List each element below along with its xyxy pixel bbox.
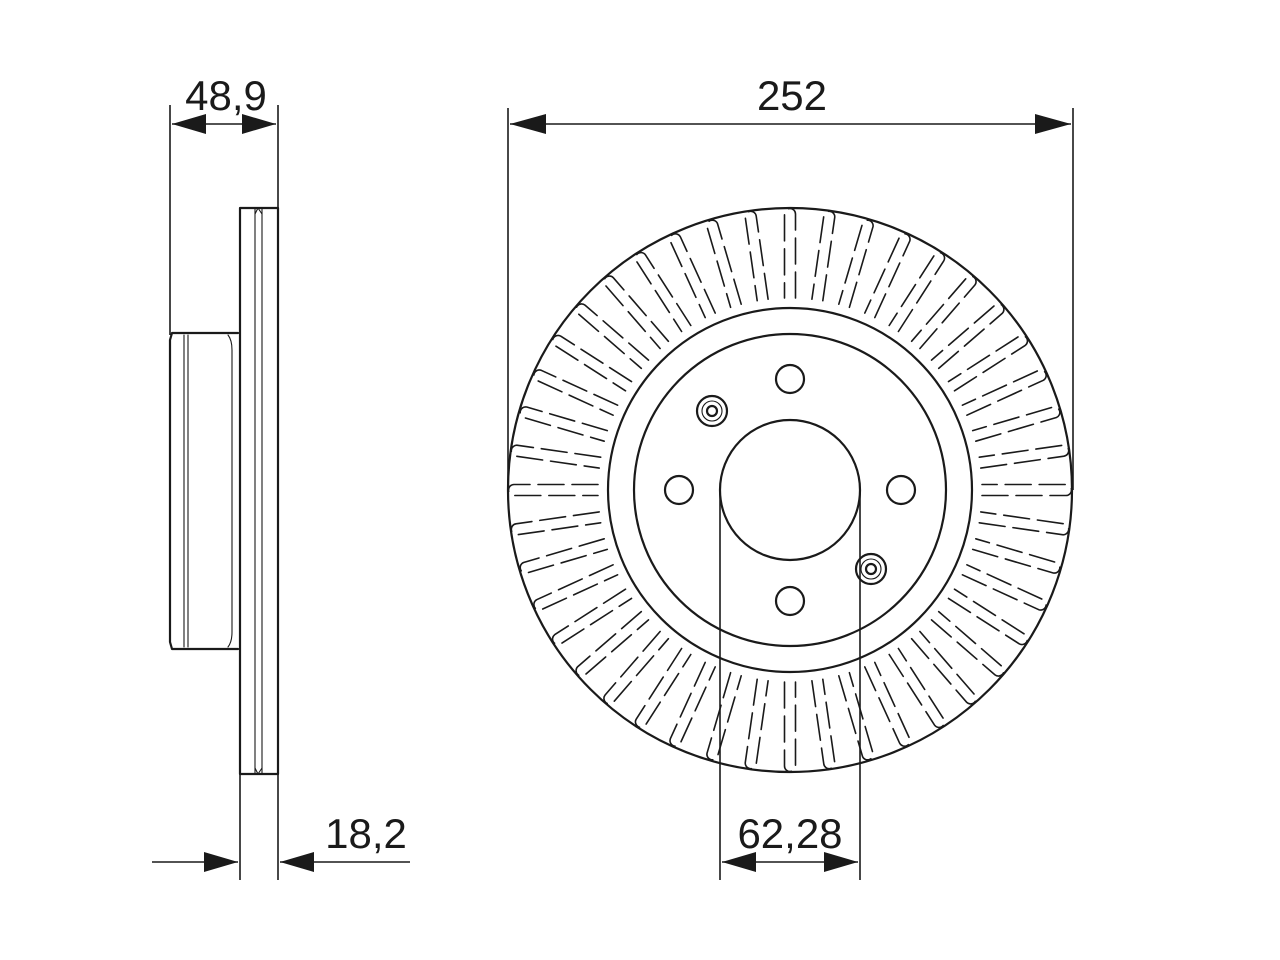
cooling-vent — [744, 210, 769, 302]
cooling-vent — [930, 610, 1005, 677]
cooling-vent — [888, 251, 946, 333]
cooling-vent — [930, 303, 1005, 370]
cooling-vent — [811, 210, 836, 302]
front-view — [506, 206, 1074, 774]
disc-outer-edge — [506, 206, 1074, 774]
cooling-vent — [971, 538, 1061, 574]
cooling-vent — [533, 564, 619, 611]
bolt-hole-left — [663, 474, 695, 506]
set-screw-hole-lower — [854, 552, 888, 586]
bolt-hole-right — [885, 474, 917, 506]
cooling-vent — [910, 630, 977, 705]
cooling-vent — [811, 678, 836, 770]
cooling-vent — [961, 369, 1047, 416]
cooling-vent — [971, 406, 1061, 442]
set-screw-hole-upper — [695, 394, 729, 428]
friction-ring-inner-edge — [606, 306, 974, 674]
cooling-vent — [519, 406, 609, 442]
cooling-vent — [634, 647, 692, 729]
cooling-vent — [706, 219, 742, 309]
cooling-vent — [634, 251, 692, 333]
dimension-centre-bore: 62,28 — [719, 490, 861, 880]
cooling-vent — [978, 444, 1070, 469]
cooling-vent — [551, 588, 633, 646]
cooling-vent — [838, 219, 874, 309]
cooling-vent — [533, 369, 619, 416]
cooling-vent — [978, 511, 1070, 536]
side-view — [168, 206, 280, 776]
cooling-vent — [551, 334, 633, 392]
cooling-vent — [744, 678, 769, 770]
cooling-vent — [603, 275, 670, 350]
cooling-vent — [864, 233, 911, 319]
bolt-hole-bottom — [774, 585, 806, 617]
cooling-vent — [947, 588, 1029, 646]
dimension-disc-thickness: 18,2 — [152, 774, 410, 880]
cooling-vent — [669, 233, 716, 319]
cooling-vent — [961, 564, 1047, 611]
cooling-vent — [575, 303, 650, 370]
cooling-vent — [510, 444, 602, 469]
cooling-vent — [507, 483, 599, 497]
cooling-vents — [507, 207, 1073, 773]
cooling-vent — [783, 681, 797, 773]
cooling-vent — [706, 671, 742, 761]
cooling-vent — [981, 483, 1073, 497]
cooling-vent — [888, 647, 946, 729]
label-disc-diameter: 252 — [757, 72, 827, 119]
hub-outer-edge — [632, 332, 948, 648]
cooling-vent — [669, 661, 716, 747]
cooling-vent — [510, 511, 602, 536]
cooling-vent — [783, 207, 797, 299]
label-overall-thickness: 48,9 — [185, 72, 267, 119]
dimension-disc-diameter: 252 — [507, 72, 1074, 490]
cooling-vent — [910, 275, 977, 350]
label-disc-thickness: 18,2 — [325, 810, 407, 857]
cooling-vent — [575, 610, 650, 677]
side-disc-face — [238, 206, 280, 776]
bolt-hole-top — [774, 363, 806, 395]
cooling-vent — [864, 661, 911, 747]
dimension-overall-thickness: 48,9 — [169, 72, 279, 335]
label-centre-bore: 62,28 — [737, 810, 842, 857]
cooling-vent — [519, 538, 609, 574]
cooling-vent — [838, 671, 874, 761]
side-hub — [168, 331, 240, 651]
cooling-vent — [947, 334, 1029, 392]
centre-bore — [718, 418, 862, 562]
cooling-vent — [603, 630, 670, 705]
